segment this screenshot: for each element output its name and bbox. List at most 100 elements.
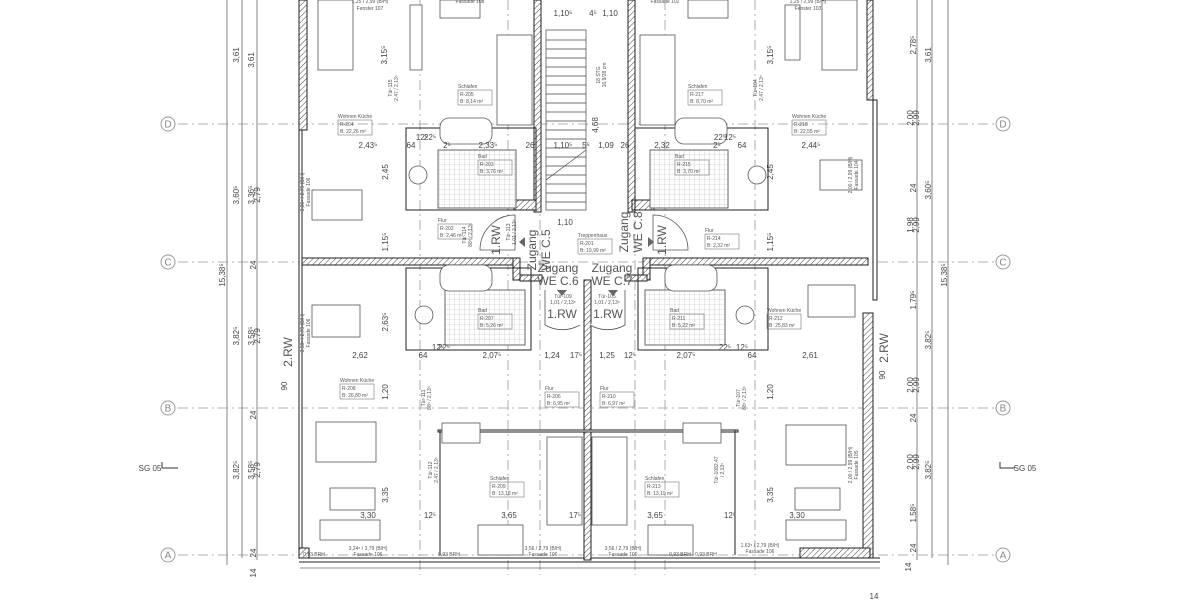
door-label: / 2,13⁵ (720, 463, 726, 478)
dimension-label: 2,99 (912, 110, 921, 126)
dimension-label: 4⁵ (589, 9, 597, 18)
room-id: R-209 (492, 484, 506, 490)
opening-label: 3,36⁵ / 2,79 (B/H) (300, 172, 306, 211)
room-area: B: 3,76 m² (480, 169, 503, 175)
dimension-label: 2,45 (381, 164, 390, 180)
room-stamp (669, 313, 705, 330)
dimension-label: 3,36⁵ (247, 186, 256, 205)
dimension-label: 14 (249, 568, 258, 577)
dimension-label: 4,68 (591, 117, 600, 133)
room-id: R-210 (602, 394, 616, 400)
dimension-label: 3,61 (232, 47, 241, 63)
opening-label: 3,56 / 2,79 (B/H) (525, 546, 562, 552)
axis-bubble (160, 254, 176, 270)
room-area: B: 8,14 m² (460, 99, 483, 105)
dimension-label: 2,00 (906, 454, 915, 470)
room-stamp (704, 233, 740, 250)
room-name: Schlafen (688, 84, 708, 90)
dimension-label: 3,58⁵ (247, 461, 256, 480)
dimension-label: 3,35 (381, 487, 390, 503)
dimension-label: 64 (407, 141, 416, 150)
dimension-label: 2,45 (766, 164, 775, 180)
room-name: Flur (438, 218, 447, 224)
door-label: 88⁵ / 2,13⁵ (468, 223, 474, 247)
room-name: Wohnen Küche (340, 378, 374, 384)
dimension-label: 3,15⁵ (380, 46, 389, 65)
opening-label: 3,24⁵ / 3,79 (B/H) (349, 546, 388, 552)
dimension-label: 24 (249, 260, 258, 269)
dimension-label: 1,10 (557, 218, 573, 227)
door-label: Tür-111 (421, 389, 427, 406)
dimension-label: 1,79⁵ (909, 291, 918, 310)
room-stamp (544, 391, 580, 408)
door-label: 1,01 / 2,13⁵ (594, 300, 620, 306)
opening-label: Fassade 106 (354, 552, 383, 558)
room-area: B: 6,95 m² (547, 401, 570, 407)
escape-route-label: 2.RW (281, 336, 295, 366)
dimension-label: 2⁵ (713, 141, 721, 150)
opening-label: Fenster 107 (357, 6, 384, 12)
room-area: B: 25,83 m² (769, 323, 795, 329)
room-id: R-206 (547, 394, 561, 400)
opening-label: 1,25 / 2,99 (B/H) (790, 0, 827, 5)
axis-label: B (1000, 404, 1007, 415)
axis-bubble (160, 116, 176, 132)
opening-label: 0,93 BRH (438, 552, 460, 558)
room-name: Bad (675, 154, 684, 160)
dimension-label: 3,30 (789, 511, 805, 520)
dimension-label: 3,35 (766, 487, 775, 503)
dimension-label: 2,33⁵ (479, 141, 498, 150)
dimension-label: 1,98 (906, 217, 915, 233)
dimension-label: 1,15⁵ (381, 233, 390, 252)
dimension-label: 24 (909, 413, 918, 422)
dimension-label: 24 (909, 543, 918, 552)
opening-label: 3,56 / 2,79 (B/H) (605, 546, 642, 552)
opening-label: 1,63⁵ / 2,79 (B/H) (741, 543, 780, 549)
dimension-label: 2,32 (654, 141, 670, 150)
opening-label: 0,93 BRH (303, 552, 325, 558)
room-area: B: 5,26 m² (480, 323, 503, 329)
dimension-label: 2,00 (906, 377, 915, 393)
axis-label: A (165, 551, 172, 562)
section-mark-right: SG 05 (1014, 464, 1037, 473)
entrance-unit: WE C.5 (539, 229, 553, 271)
door-label: Tür-114 (462, 226, 468, 243)
room-name: Bad (670, 308, 679, 314)
dimension-label: 22⁵ (719, 343, 731, 352)
dimension-label: 1,10 (602, 9, 618, 18)
room-id: R-213 (647, 484, 661, 490)
opening-label: 2,00 / 2,99 (B/H) (848, 156, 854, 193)
dimension-lines (226, 0, 949, 569)
dimension-label: 17⁵ (570, 351, 582, 360)
room-id: R-218 (794, 122, 808, 128)
door-label: 2,47 / 2,13⁵ (394, 75, 400, 101)
dimension-label: 1,10⁵ (554, 141, 573, 150)
room-name: Bad (478, 154, 487, 160)
entrance-arrow-icon (648, 237, 654, 247)
entrance-arrow-icon (608, 290, 618, 296)
room-stamp (577, 238, 613, 255)
room-stamp (644, 481, 680, 498)
opening-label: 2,00 / 2,99 (B/H) (848, 446, 854, 483)
opening-label: Fassade 108 (456, 0, 485, 5)
dimension-label: 15,38⁵ (940, 263, 949, 286)
room-area: B: 19,99 m² (580, 248, 606, 254)
dimension-label: 12⁵ (416, 133, 428, 142)
axis-label: C (164, 258, 171, 269)
dimension-label: 64 (419, 351, 428, 360)
room-id: R-217 (690, 92, 704, 98)
opening-label: Fassade 102 (651, 0, 680, 5)
opening-label: 0,93 BRH (669, 552, 691, 558)
room-id: R-205 (460, 92, 474, 98)
entrance-label: Zugang (538, 261, 579, 275)
dimension-label: 2,79 (253, 328, 262, 344)
axis-label: B (165, 404, 172, 415)
room-area: B: 2,46 m² (440, 233, 463, 239)
dimension-label: 3,61 (924, 47, 933, 63)
dimension-label: 2,63⁵ (381, 313, 390, 332)
room-stamp (766, 313, 802, 330)
opening-label: Fassade 106 (609, 552, 638, 558)
door-label: 88⁵ / 2,13⁵ (742, 386, 748, 410)
room-stamp (687, 89, 723, 106)
